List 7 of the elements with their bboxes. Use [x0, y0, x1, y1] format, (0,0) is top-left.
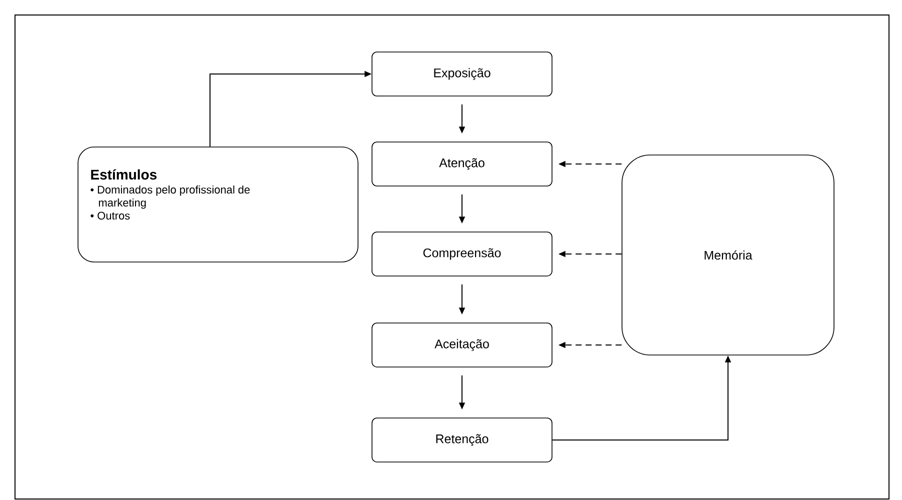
- process-box: Exposição: [372, 52, 552, 96]
- process-box: Atenção: [372, 142, 552, 186]
- process-box: Aceitação: [372, 322, 552, 368]
- process-box: Retenção: [372, 418, 552, 462]
- process-box: Memória: [622, 154, 834, 356]
- stimulus-box: Estímulos • Dominados pelo profissional de marketing • Outros: [78, 146, 358, 262]
- process-box: Compreensão: [372, 232, 552, 276]
